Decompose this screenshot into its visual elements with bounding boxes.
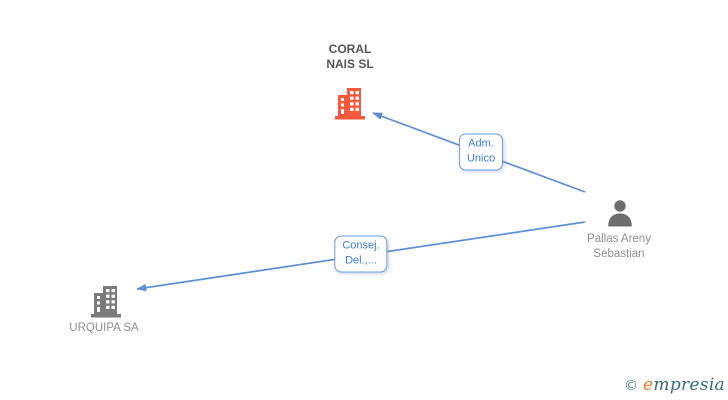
building-icon[interactable] bbox=[335, 86, 365, 120]
node-label-line: Pallas Areny bbox=[587, 233, 651, 245]
empresia-logo[interactable]: © empresia bbox=[624, 375, 725, 395]
node-label-urquipa-sa[interactable]: URQUIPA SA bbox=[69, 321, 138, 336]
brand-wordmark: empresia bbox=[643, 375, 725, 395]
node-label-line: CORAL bbox=[328, 42, 372, 56]
brand-rest: mpresia bbox=[653, 375, 725, 395]
node-label-coral-nais-sl[interactable]: CORAL NAIS SL bbox=[326, 42, 373, 72]
edge-label-line: Adm. bbox=[468, 137, 494, 150]
edge-label-adm-unico[interactable]: Adm. Unico bbox=[458, 133, 504, 171]
brand-initial: e bbox=[643, 375, 654, 395]
edge-label-line: Unico bbox=[466, 152, 496, 165]
node-label-pallas-areny-sebastian[interactable]: Pallas Areny Sebastian bbox=[587, 232, 651, 262]
node-label-line: URQUIPA SA bbox=[69, 322, 139, 334]
edge-label-consej-del[interactable]: Consej. Del.,... bbox=[334, 235, 388, 273]
edge-label-line: Consej. bbox=[342, 239, 380, 252]
node-label-line: Sebastian bbox=[593, 248, 645, 260]
edge-label-line: Del.,... bbox=[345, 254, 377, 267]
building-icon[interactable] bbox=[91, 284, 121, 318]
person-icon[interactable] bbox=[605, 198, 635, 229]
node-label-line: NAIS SL bbox=[326, 57, 374, 71]
copyright-icon: © bbox=[624, 378, 639, 394]
